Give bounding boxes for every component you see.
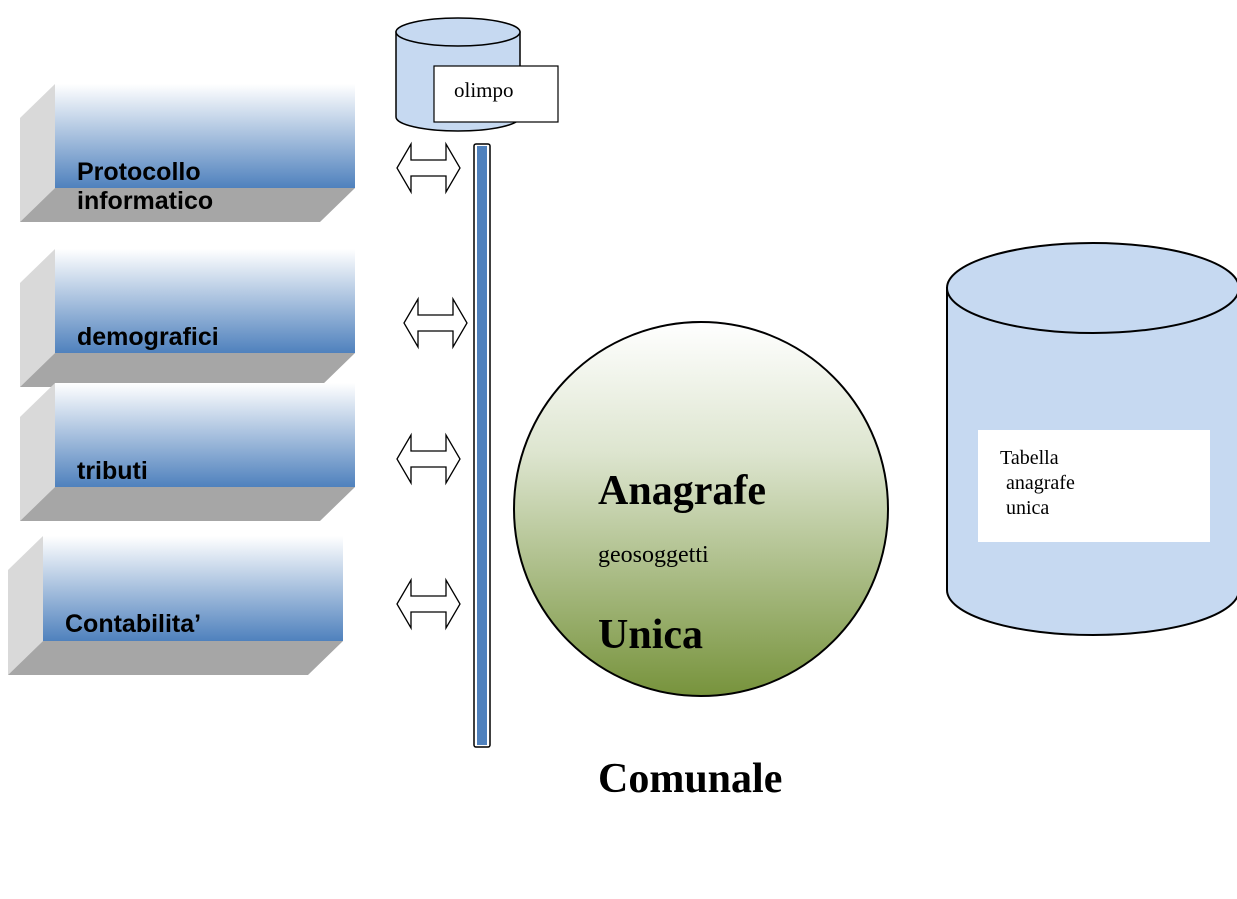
anagrafe-subtitle: geosoggetti (598, 542, 709, 568)
double-arrow-icon (403, 296, 468, 350)
olimpo-label-box (433, 65, 559, 123)
module-block-demografici (20, 249, 355, 387)
module-label-demografici: demografici (77, 323, 219, 351)
table-label-line1: Tabella (1000, 447, 1059, 469)
module-block-contabilita (8, 536, 343, 675)
double-arrow-icon (396, 432, 461, 486)
table-label-line3: unica (1006, 497, 1050, 519)
table-label-line2: anagrafe (1006, 472, 1075, 494)
module-label-contabilita: Contabilita’ (65, 610, 202, 638)
table-label-box (978, 430, 1210, 542)
module-label-tributi: tributi (77, 457, 148, 485)
module-block-tributi (20, 383, 355, 521)
anagrafe-title: Anagrafe Unica Comunale (598, 468, 783, 802)
module-block-protocollo (20, 84, 355, 222)
olimpo-label: olimpo (454, 78, 514, 102)
double-arrow-icon (396, 577, 461, 631)
anagrafe-sphere (513, 321, 889, 697)
double-arrow-icon (396, 141, 461, 195)
